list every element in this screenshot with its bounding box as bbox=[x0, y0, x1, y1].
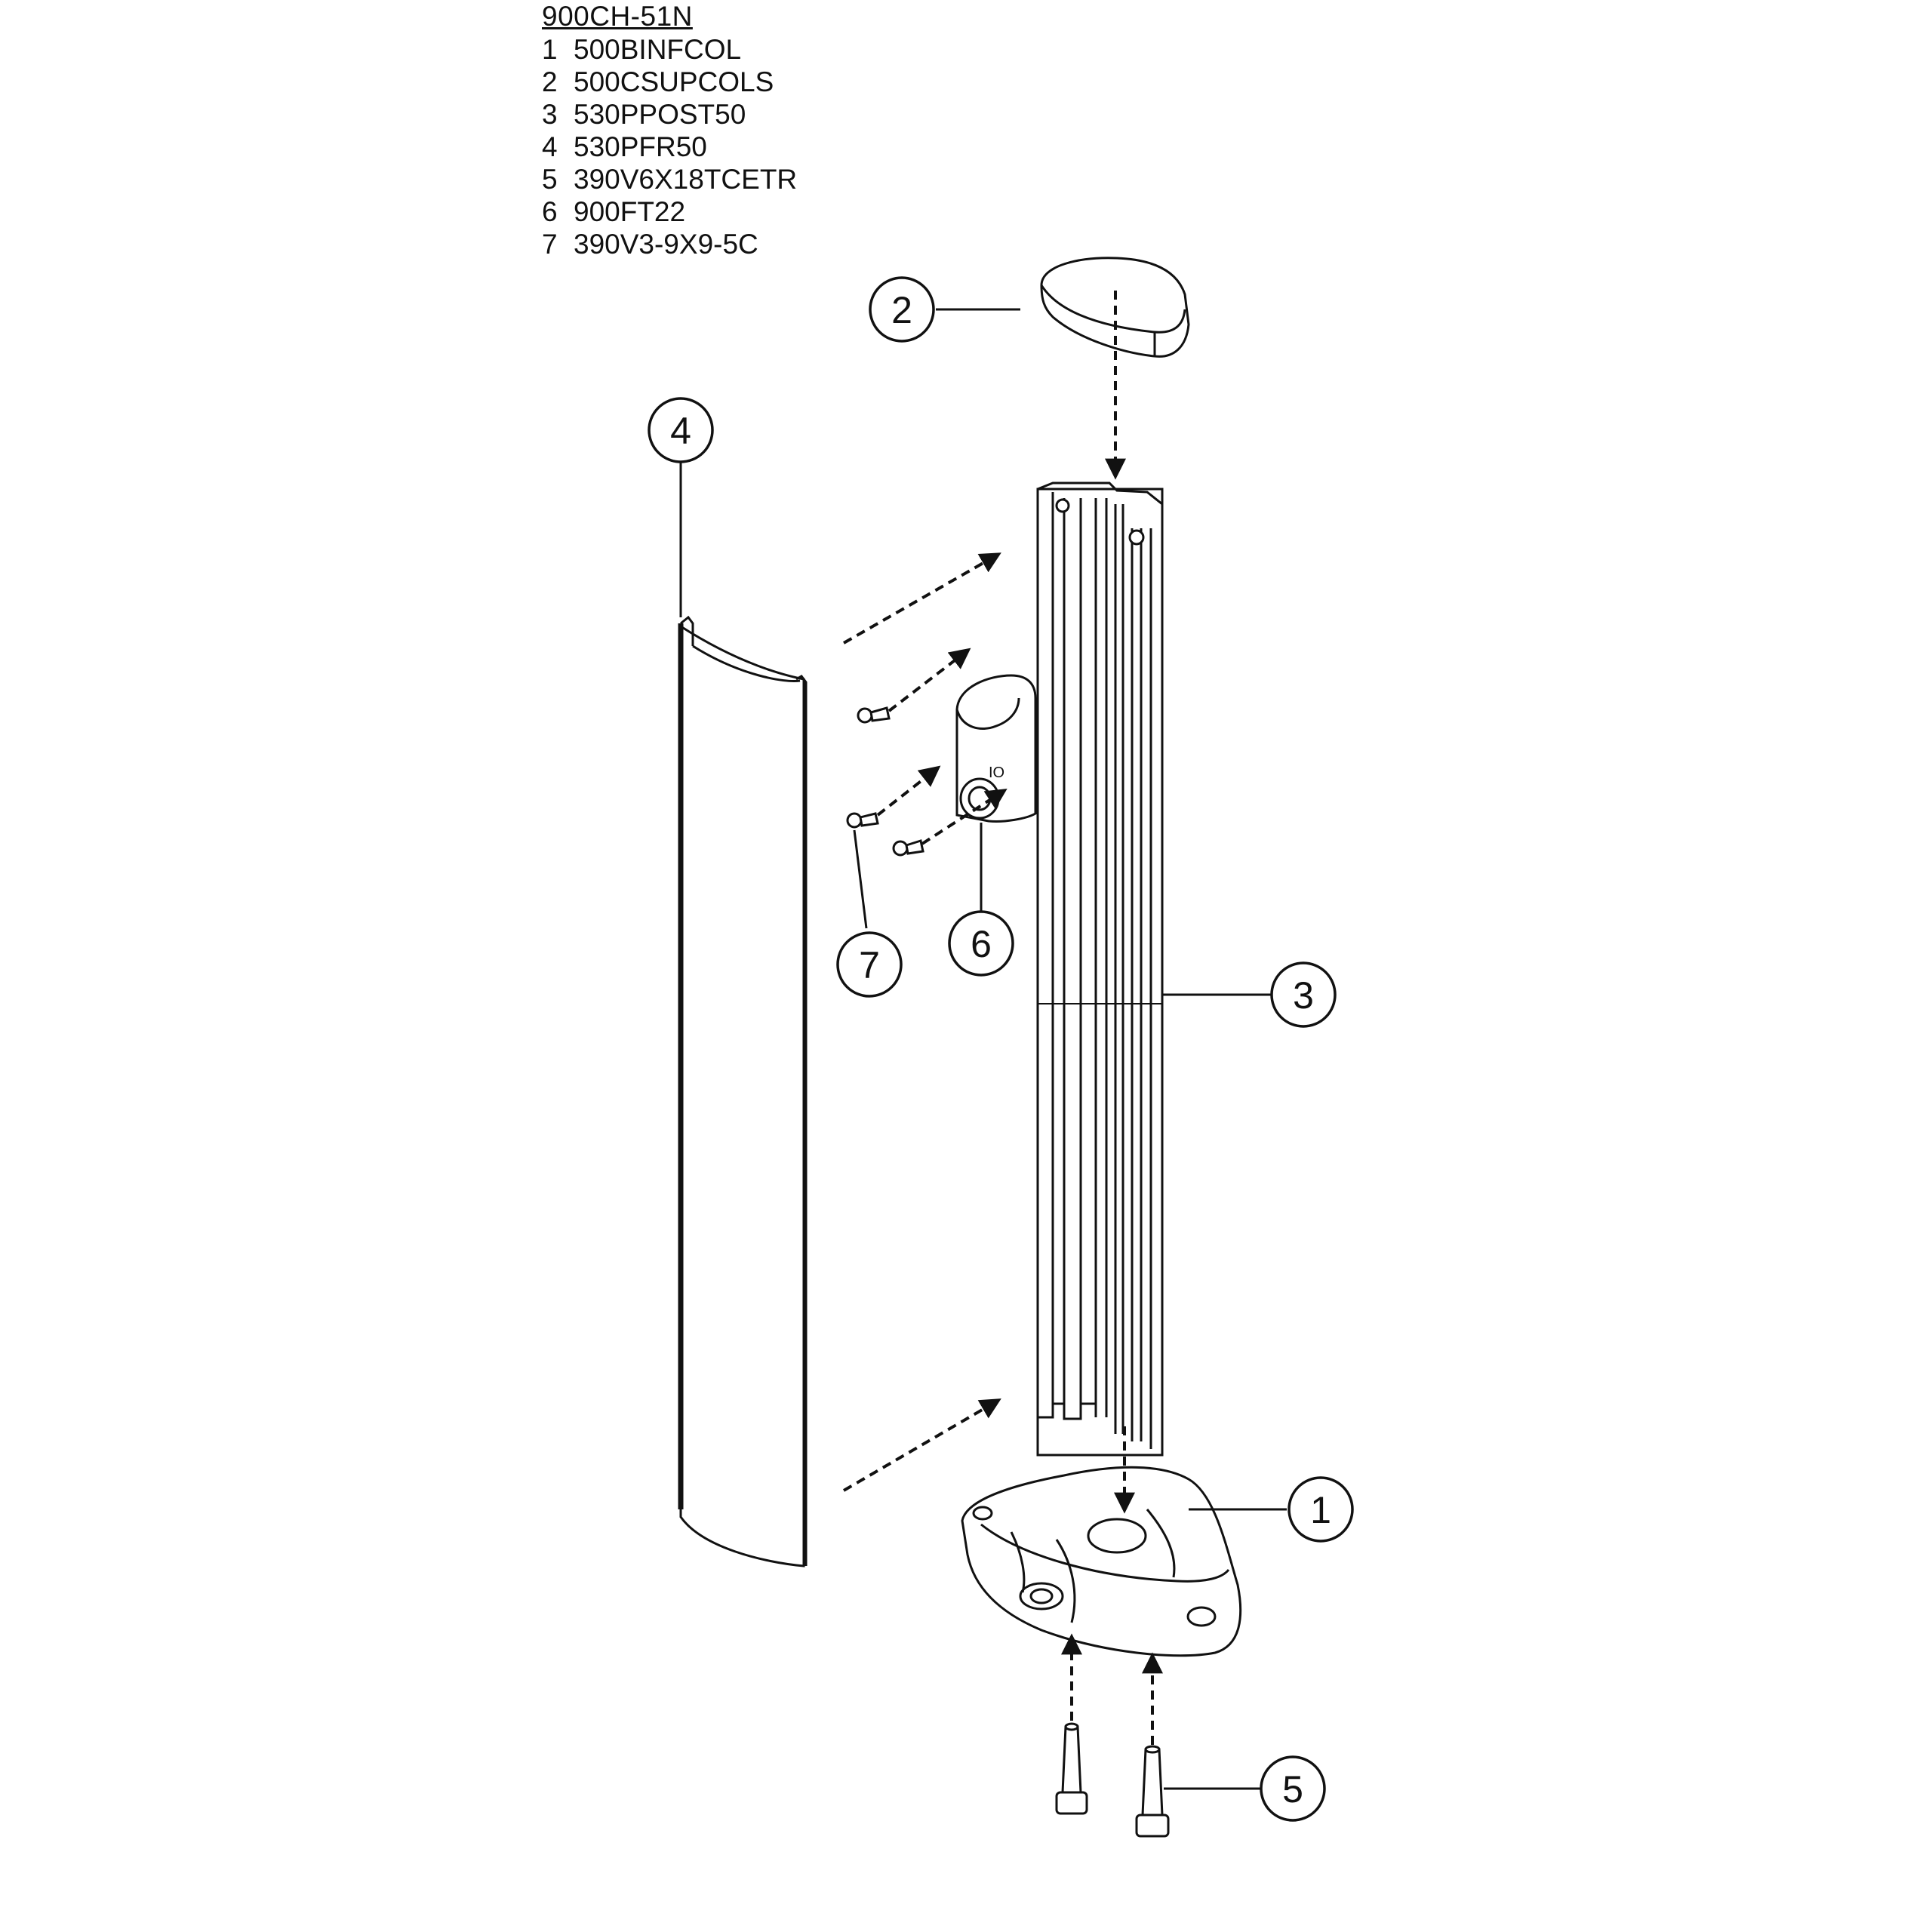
front-panel-part bbox=[678, 615, 808, 1567]
leader-lines bbox=[679, 308, 1287, 1790]
base-part bbox=[961, 1466, 1242, 1657]
callout-6: 6 bbox=[948, 910, 1014, 977]
callout-7: 7 bbox=[836, 931, 903, 998]
arrow-panel-top-to-post bbox=[843, 552, 1001, 645]
callout-3: 3 bbox=[1270, 961, 1337, 1028]
arrow-screw3-to-bracket bbox=[921, 788, 1008, 845]
svg-text:1: 1 bbox=[1310, 1489, 1331, 1531]
svg-text:2: 2 bbox=[891, 289, 912, 331]
arrow-screw2-to-bracket bbox=[876, 765, 941, 817]
leader-7 bbox=[853, 829, 868, 929]
parts-list-title: 900CH-51N bbox=[542, 1, 693, 32]
assembly-arrows bbox=[842, 291, 1163, 1745]
callout-4: 4 bbox=[648, 397, 714, 463]
svg-text:7: 7 bbox=[859, 944, 880, 986]
long-screw-2 bbox=[1135, 1745, 1170, 1838]
svg-text:4: 4 bbox=[670, 410, 691, 452]
callout-1: 1 bbox=[1287, 1476, 1354, 1543]
bracket-part: IO bbox=[955, 674, 1037, 823]
small-screw-2 bbox=[846, 812, 879, 829]
post-part bbox=[1036, 481, 1164, 1457]
svg-text:5: 5 bbox=[1282, 1768, 1303, 1810]
callout-2: 2 bbox=[869, 276, 935, 343]
svg-text:6: 6 bbox=[971, 923, 992, 965]
arrow-screw1-to-post bbox=[888, 648, 971, 712]
callout-5: 5 bbox=[1260, 1755, 1326, 1822]
arrow-panel-bottom-to-post bbox=[842, 1398, 1001, 1492]
svg-text:3: 3 bbox=[1293, 974, 1314, 1017]
small-screw-1 bbox=[857, 706, 891, 724]
small-screw-3 bbox=[892, 839, 924, 857]
svg-text:IO: IO bbox=[989, 764, 1004, 781]
long-screw-1 bbox=[1055, 1722, 1088, 1815]
